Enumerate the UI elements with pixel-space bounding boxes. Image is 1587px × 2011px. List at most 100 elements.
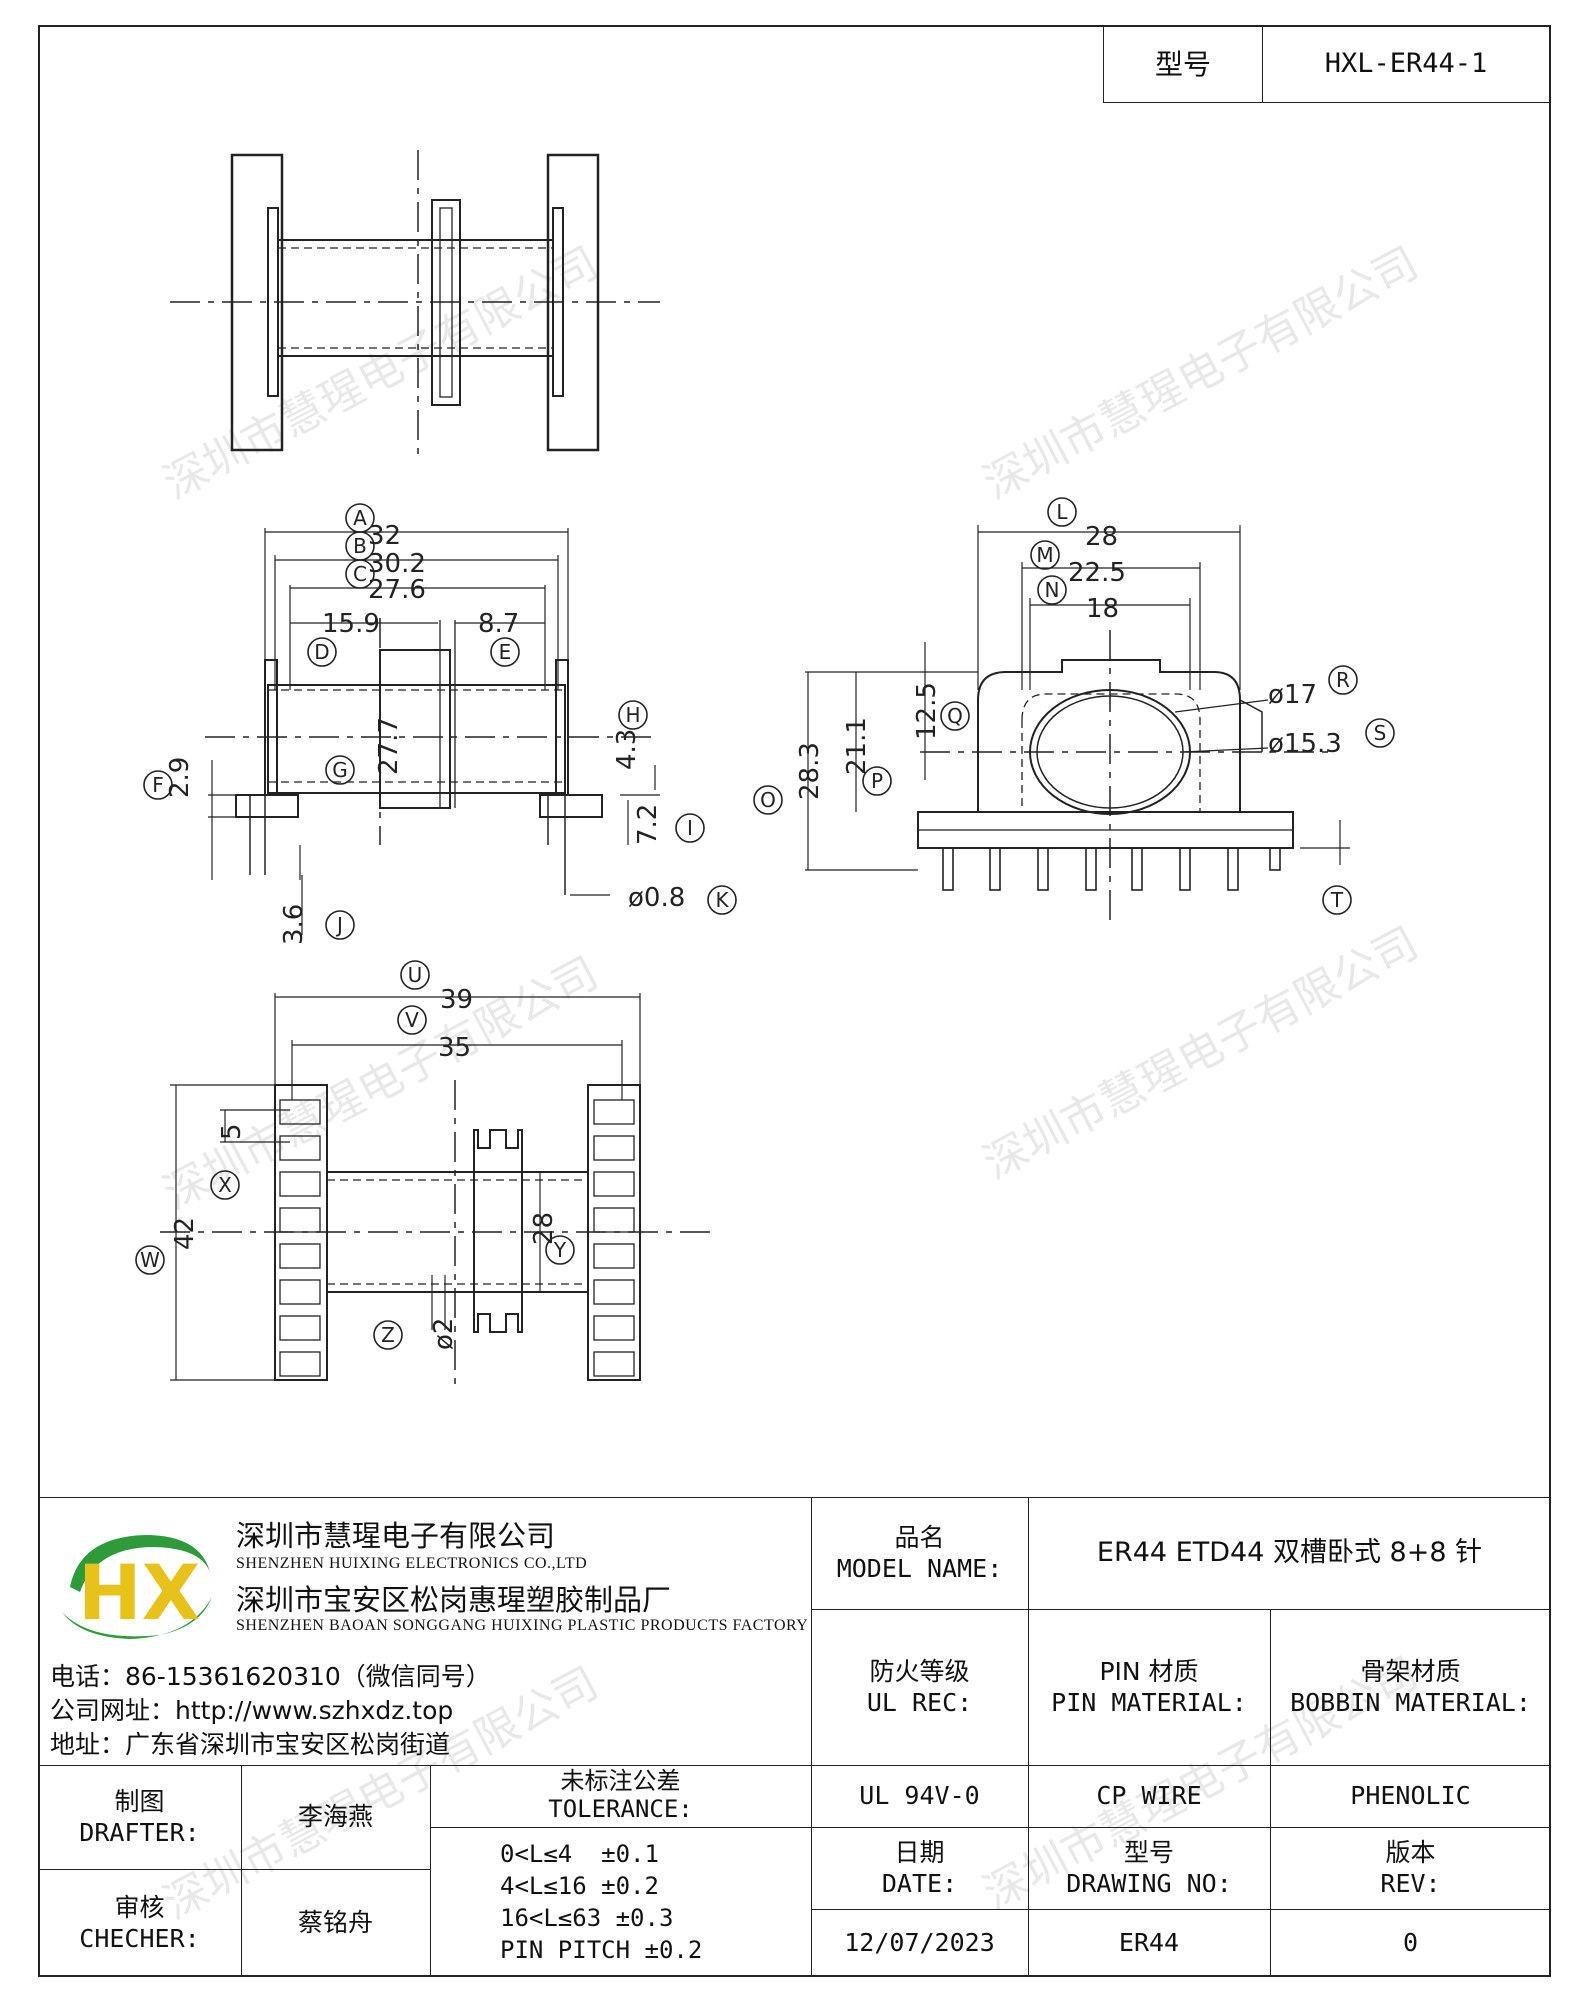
- marker-e: E: [499, 640, 512, 664]
- dim-u: 39: [440, 985, 473, 1015]
- dim-b: 30.2: [368, 549, 426, 579]
- marker-o: O: [760, 788, 776, 812]
- dim-y: 28: [529, 1212, 559, 1245]
- marker-b: B: [353, 534, 367, 558]
- marker-t: T: [1330, 888, 1344, 912]
- checker-label: 审核 CHECHER:: [38, 1869, 241, 1977]
- dim-i: 7.2: [633, 804, 663, 845]
- marker-v: V: [405, 1008, 419, 1032]
- bobbin-material-cn: 骨架材质: [1360, 1656, 1461, 1686]
- dim-m: 22.5: [1068, 558, 1126, 588]
- bottom-view: [160, 993, 710, 1385]
- company-website: 公司网址：http://www.szhxdz.top: [50, 1696, 454, 1725]
- dim-k: ø0.8: [628, 883, 685, 913]
- dim-c: 27.6: [368, 575, 426, 605]
- dim-e: 8.7: [478, 609, 519, 639]
- dim-l: 28: [1085, 522, 1118, 552]
- dim-x: 5: [217, 1123, 247, 1140]
- marker-z: Z: [381, 1323, 395, 1347]
- marker-s: S: [1374, 721, 1387, 745]
- factory-name-en: SHENZHEN BAOAN SONGGANG HUIXING PLASTIC …: [236, 1617, 809, 1634]
- ul-rec-value: UL 94V-0: [859, 1781, 980, 1811]
- dim-q: 12.5: [912, 682, 942, 740]
- top-view: [170, 150, 660, 455]
- marker-f: F: [152, 773, 164, 797]
- tolerance-list: 0<L≤4 ±0.1 4<L≤16 ±0.2 16<L≤63 ±0.3 PIN …: [430, 1827, 811, 1977]
- header-model-label: 型号: [1154, 47, 1211, 81]
- pin-material-cn: PIN 材质: [1099, 1656, 1199, 1686]
- dim-n: 18: [1086, 594, 1119, 624]
- drafter-en: DRAFTER:: [79, 1818, 200, 1847]
- drafter-cn: 制图: [114, 1786, 165, 1816]
- rev-label: 版本 REV:: [1270, 1827, 1551, 1909]
- company-name: 深圳市慧瑆电子有限公司: [236, 1519, 556, 1553]
- company-name-en: SHENZHEN HUIXING ELECTRONICS CO.,LTD: [236, 1555, 588, 1572]
- tolerance-cn: 未标注公差: [560, 1767, 681, 1796]
- checker-cn: 审核: [114, 1892, 165, 1922]
- marker-n: N: [1045, 578, 1060, 602]
- dim-s: ø15.3: [1268, 729, 1342, 759]
- model-name-cn: 品名: [894, 1522, 945, 1552]
- model-name-en: MODEL NAME:: [836, 1554, 1003, 1583]
- marker-w: W: [140, 1248, 160, 1272]
- marker-y: Y: [553, 1238, 567, 1262]
- marker-q: Q: [947, 704, 963, 728]
- model-name-value: ER44 ETD44 双槽卧式 8+8 针: [1096, 1537, 1483, 1569]
- pin-material-value: CP WIRE: [1096, 1781, 1202, 1811]
- hx-logo-icon: HX: [62, 1535, 212, 1639]
- marker-l: L: [1056, 500, 1068, 524]
- front-view: [205, 528, 660, 935]
- bobbin-material-en: BOBBIN MATERIAL:: [1290, 1688, 1531, 1717]
- dim-j: 3.6: [279, 904, 309, 945]
- logo-text: HX: [78, 1548, 200, 1637]
- header-model-value: HXL-ER44-1: [1324, 48, 1488, 80]
- company-logo: HX: [50, 1517, 215, 1647]
- rev-cn: 版本: [1385, 1837, 1436, 1867]
- marker-k: K: [715, 888, 729, 912]
- drafter-name: 李海燕: [297, 1802, 373, 1832]
- marker-m: M: [1036, 543, 1053, 567]
- company-address: 地址：广东省深圳市宝安区松岗街道: [50, 1730, 451, 1759]
- tolerance-line: PIN PITCH ±0.2: [500, 1936, 703, 1964]
- technical-drawing: 32 30.2 27.6 15.9 8.7 2.9 27.7 4.3 7.2 3…: [135, 150, 1395, 1385]
- tolerance-en: TOLERANCE:: [548, 1795, 693, 1823]
- dim-p: 21.1: [842, 717, 872, 775]
- marker-d: D: [314, 640, 329, 664]
- model-name-label: 品名 MODEL NAME:: [811, 1497, 1028, 1609]
- drawing-no-cn: 型号: [1123, 1837, 1174, 1867]
- marker-i: I: [687, 816, 693, 840]
- header-model-box: 型号 HXL-ER44-1: [1103, 25, 1551, 103]
- marker-a: A: [353, 506, 367, 530]
- checker-en: CHECHER:: [79, 1924, 200, 1953]
- date-cn: 日期: [894, 1837, 945, 1867]
- dim-g: 27.7: [374, 717, 404, 775]
- marker-x: X: [218, 1173, 232, 1197]
- dimension-labels: 32 30.2 27.6 15.9 8.7 2.9 27.7 4.3 7.2 3…: [165, 521, 1342, 1350]
- drawing-no-en: DRAWING NO:: [1066, 1869, 1232, 1898]
- drawing-frame: [38, 25, 1551, 1977]
- drawing-no-value: ER44: [1118, 1928, 1180, 1958]
- dim-v: 35: [438, 1033, 471, 1063]
- marker-u: U: [408, 963, 423, 987]
- bobbin-material-value: PHENOLIC: [1350, 1781, 1471, 1811]
- dim-o: 28.3: [795, 742, 825, 800]
- dim-z: ø2: [429, 1318, 459, 1350]
- date-value: 12/07/2023: [844, 1928, 995, 1958]
- ul-rec-label: 防火等级 UL REC:: [811, 1609, 1028, 1765]
- marker-p: P: [871, 769, 883, 793]
- marker-g: G: [332, 758, 348, 782]
- reference-markers: A B C D E F G H I J K L M N O P Q R S T: [135, 497, 1395, 1350]
- company-phone: 电话：86-15361620310（微信同号）: [50, 1662, 491, 1691]
- marker-h: H: [625, 703, 640, 727]
- ul-rec-en: UL REC:: [866, 1688, 973, 1717]
- drawing-no-label: 型号 DRAWING NO:: [1028, 1827, 1270, 1909]
- dim-d: 15.9: [322, 609, 380, 639]
- factory-name: 深圳市宝安区松岗惠瑆塑胶制品厂: [236, 1583, 672, 1617]
- rev-en: REV:: [1380, 1869, 1441, 1898]
- side-view: [805, 525, 1350, 925]
- marker-j: J: [335, 913, 343, 937]
- dim-h: 4.3: [612, 729, 642, 770]
- tolerance-line: 16<L≤63 ±0.3: [500, 1904, 674, 1932]
- marker-r: R: [1336, 668, 1350, 692]
- drafter-label: 制图 DRAFTER:: [38, 1765, 241, 1869]
